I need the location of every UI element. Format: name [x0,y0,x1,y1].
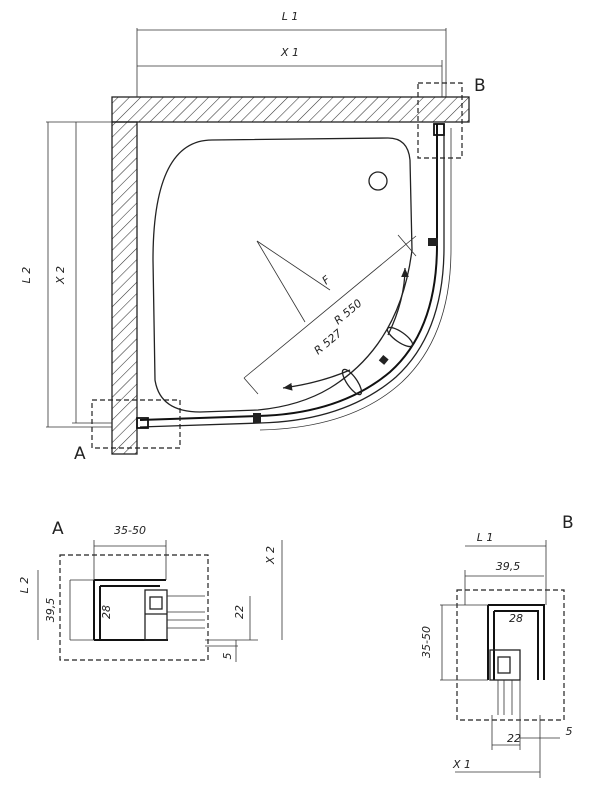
door-arrow-left [282,369,351,391]
radius-lines: R 550 R 527 F [243,234,417,395]
left-wall [111,121,138,455]
detail-a-title: A [52,519,64,539]
detail-a-l2-label: L 2 [18,577,31,594]
x2-label: X 2 [54,266,67,285]
dimension-x2: X 2 [54,122,112,424]
shower-tray [152,137,413,413]
detail-b-l1-label: L 1 [477,531,494,544]
door-handle-upper [386,326,414,348]
dimension-l2: L 2 [20,121,112,428]
dimension-x1: X 1 [137,46,443,97]
detail-b-callout [417,82,463,159]
detail-b-width-label: 39,5 [496,560,521,573]
callout-b-label: B [474,76,486,96]
r527-label: R 527 [312,327,345,358]
l2-label: L 2 [20,267,33,284]
detail-a-x2-label: X 2 [264,546,277,565]
detail-b-height-label: 35-50 [420,626,433,658]
detail-a-width-label: 35-50 [114,524,146,537]
detail-a: A 35-50 39,5 L 2 28 22 X 2 5 [18,519,283,662]
main-plan-view: L 1 X 1 L 2 X 2 [20,10,486,464]
detail-a-height-label: 39,5 [44,598,57,623]
f-label: F [320,273,334,287]
detail-b: B L 1 39,5 35-50 28 22 5 X 1 [420,513,574,778]
detail-a-callout [91,399,181,449]
detail-b-gap-label: 22 [507,732,521,745]
dimension-l1: L 1 [136,10,447,97]
detail-b-title: B [562,513,574,533]
l1-label: L 1 [282,10,299,23]
detail-b-inner-label: 28 [509,612,523,625]
callout-a-label: A [74,444,86,464]
detail-b-x1-label: X 1 [452,758,471,771]
curved-glass-enclosure [136,123,452,431]
detail-a-small-label: 5 [221,653,234,660]
top-wall [111,96,470,123]
detail-b-small-label: 5 [566,725,573,738]
x1-label: X 1 [280,46,299,59]
door-arrow-right [387,267,409,336]
detail-a-gap-label: 22 [233,605,246,619]
door-handle-lower [341,368,363,396]
drain [368,171,388,191]
detail-a-inner-label: 28 [100,605,113,619]
